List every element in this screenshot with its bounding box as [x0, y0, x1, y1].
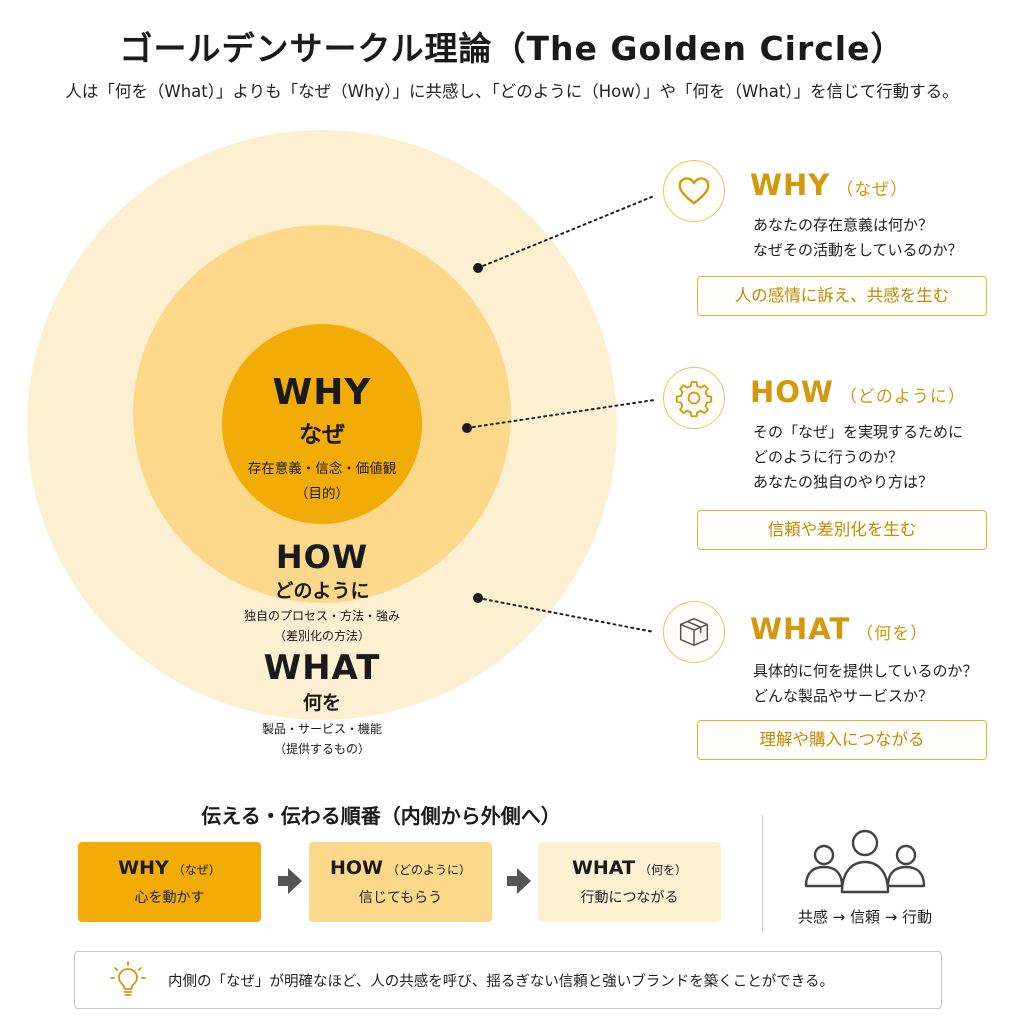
side-what-q1: 具体的に何を提供しているのか？ [753, 662, 978, 680]
step-why-sub: （なぜ） [172, 863, 221, 877]
side-what-title: WHAT [750, 612, 851, 646]
step-why-title: WHY [118, 857, 169, 879]
side-how-q2: どのように行うのか？ [753, 448, 904, 466]
inner-why-desc: 存在意義・信念・価値観 [247, 461, 397, 477]
side-why-questions: あなたの存在意義は何か？ なぜその活動をしているのか？ [753, 213, 963, 263]
side-why-sub: （なぜ） [836, 180, 909, 200]
gear-icon [663, 367, 725, 429]
side-why-effect: 人の感情に訴え、共感を生む [697, 276, 987, 316]
step-how-heading: HOW （どのように） [309, 857, 492, 879]
leader-how [462, 399, 655, 433]
divider [762, 815, 763, 933]
side-how-heading: HOW（どのように） [750, 375, 966, 409]
circle-why [222, 324, 422, 524]
note-box [74, 951, 942, 1009]
side-why-heading: WHY（なぜ） [750, 168, 908, 202]
side-why-q2: なぜその活動をしているのか？ [753, 241, 963, 259]
inner-why-note: （目的） [295, 486, 349, 502]
side-how-effect: 信頼や差別化を生む [697, 510, 987, 550]
step-what-title: WHAT [571, 857, 636, 879]
side-why-title: WHY [750, 168, 831, 202]
arrow-right-icon [278, 868, 302, 894]
side-how-q1: その「なぜ」を実現するために [753, 423, 964, 441]
ring-what-jp: 何を [302, 692, 341, 714]
lightbulb-icon [110, 961, 146, 996]
side-how-q3: あなたの独自のやり方は？ [753, 473, 934, 491]
ring-what-note: （提供するもの） [273, 742, 370, 756]
side-how-sub: （どのように） [839, 387, 966, 407]
side-what-heading: WHAT（何を） [750, 612, 928, 646]
ring-what-desc: 製品・サービス・機能 [261, 722, 382, 736]
inner-why-label: WHY なぜ 存在意義・信念・価値観 （目的） [222, 372, 422, 502]
ring-what-title: WHAT [263, 648, 381, 688]
step-how: HOW （どのように） 信じてもらう [309, 842, 492, 922]
ring-how-desc: 独自のプロセス・方法・強み [243, 609, 400, 623]
ring-how-label: HOW どのように 独自のプロセス・方法・強み （差別化の方法） [222, 538, 422, 644]
side-what-effect: 理解や購入につながる [697, 720, 987, 760]
leader-what [473, 593, 655, 633]
people-icon [804, 829, 926, 894]
arrow-right-icon [507, 868, 531, 894]
side-why-q1: あなたの存在意義は何か？ [753, 216, 934, 234]
step-how-sub: （どのように） [387, 863, 472, 877]
step-what-desc: 行動につながる [580, 890, 679, 906]
page-title: ゴールデンサークル理論（The Golden Circle） [119, 29, 905, 68]
step-why-heading: WHY（なぜ） [78, 857, 261, 879]
step-what-heading: WHAT（何を） [538, 857, 721, 879]
leader-why [473, 195, 655, 273]
step-why: WHY（なぜ） 心を動かす [78, 842, 261, 922]
step-how-desc: 信じてもらう [358, 890, 443, 906]
inner-why-title: WHY [272, 372, 372, 413]
note-text: 内側の「なぜ」が明確なほど、人の共感を呼び、揺るぎない信頼と強いブランドを築くこ… [168, 974, 834, 990]
side-what-questions: 具体的に何を提供しているのか？ どんな製品やサービスか？ [753, 659, 978, 709]
ring-how-jp: どのように [274, 580, 370, 602]
order-title: 伝える・伝わる順番（内側から外側へ） [201, 804, 561, 828]
people-caption: 共感 → 信頼 → 行動 [797, 908, 933, 926]
side-how-questions: その「なぜ」を実現するために どのように行うのか？ あなたの独自のやり方は？ [753, 420, 963, 495]
heart-icon [663, 160, 725, 222]
step-what: WHAT（何を） 行動につながる [538, 842, 721, 922]
box-icon [663, 601, 725, 663]
ring-how-title: HOW [275, 538, 369, 576]
step-why-desc: 心を動かす [134, 890, 205, 906]
page-subtitle: 人は「何を（What）」よりも「なぜ（Why）」に共感し、「どのように（How）… [65, 82, 959, 101]
step-what-sub: （何を） [639, 863, 688, 877]
ring-how-note: （差別化の方法） [273, 629, 370, 643]
step-how-title: HOW [329, 857, 383, 879]
side-what-sub: （何を） [856, 624, 929, 644]
inner-why-jp: なぜ [299, 422, 345, 448]
side-what-q2: どんな製品やサービスか？ [753, 687, 934, 705]
ring-what-label: WHAT 何を 製品・サービス・機能 （提供するもの） [212, 648, 432, 757]
side-how-title: HOW [750, 375, 834, 409]
